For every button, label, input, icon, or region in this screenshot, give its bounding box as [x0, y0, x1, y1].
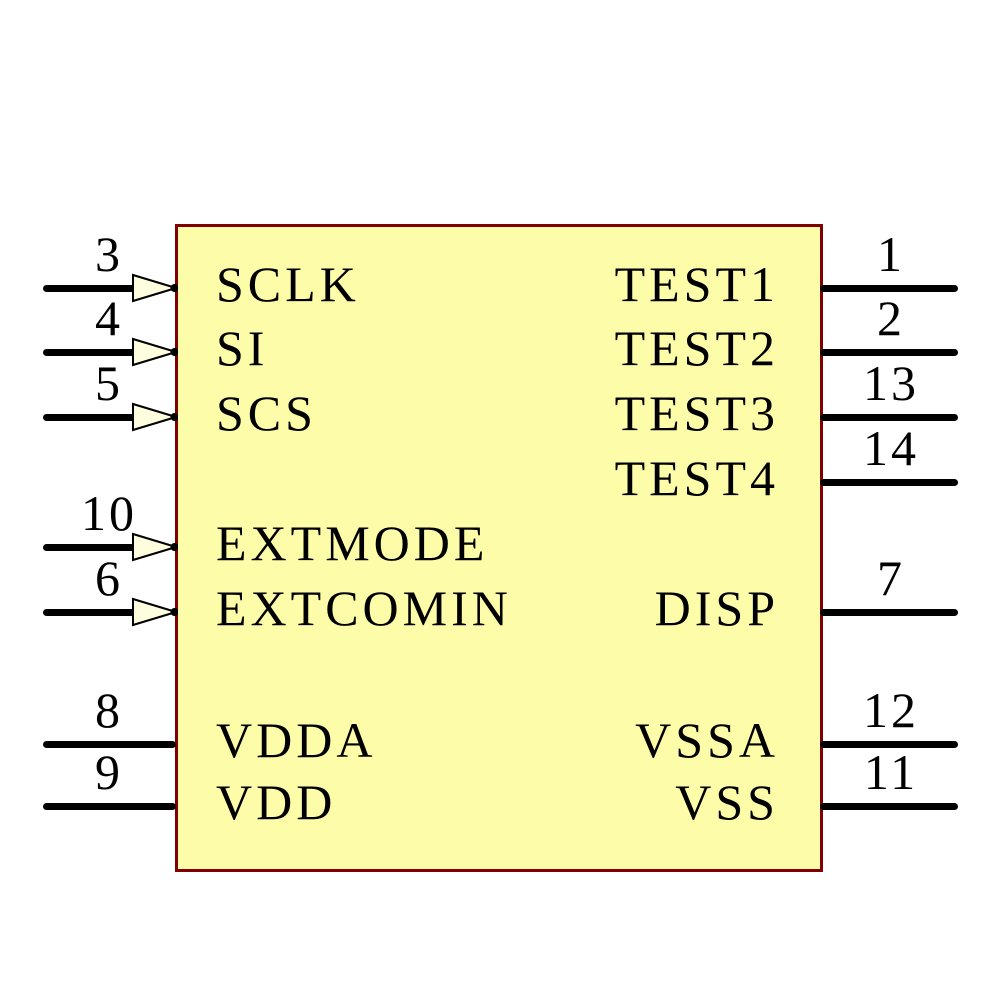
pin-number: 1 — [877, 226, 905, 282]
pin-wire — [820, 349, 958, 356]
input-arrow-icon — [132, 402, 178, 432]
input-arrow-icon — [132, 532, 178, 562]
pin-number: 9 — [95, 744, 123, 800]
pin-number: 7 — [877, 550, 905, 606]
pin-wire — [43, 741, 176, 748]
pin-wire — [43, 285, 137, 292]
pin-wire — [820, 609, 958, 616]
pin-label: EXTMODE — [216, 515, 489, 571]
pin-label: TEST1 — [614, 256, 779, 312]
pin-number: 10 — [81, 485, 137, 541]
input-arrow-icon — [132, 597, 178, 627]
pin-wire — [820, 479, 958, 486]
pin-number: 2 — [877, 290, 905, 346]
pin-wire — [43, 349, 137, 356]
pin-label: SCS — [216, 385, 317, 441]
pin-wire — [820, 741, 958, 748]
pin-wire — [43, 803, 176, 810]
pin-label: VDDA — [216, 712, 377, 768]
pin-number: 12 — [863, 682, 919, 738]
pin-label: VDD — [216, 774, 337, 830]
pin-label: DISP — [654, 580, 779, 636]
pin-number: 13 — [863, 355, 919, 411]
pin-label: VSSA — [635, 712, 779, 768]
pin-label: TEST4 — [614, 450, 779, 506]
pin-number: 4 — [95, 290, 123, 346]
pin-label: SCLK — [216, 256, 360, 312]
pin-wire — [820, 414, 958, 421]
pin-number: 5 — [95, 355, 123, 411]
pin-wire — [820, 803, 958, 810]
pin-label: TEST2 — [614, 320, 779, 376]
pin-number: 3 — [95, 226, 123, 282]
pin-number: 11 — [863, 744, 919, 800]
pin-label: EXTCOMIN — [216, 580, 512, 636]
pin-number: 14 — [863, 420, 919, 476]
pin-wire — [43, 414, 137, 421]
pin-label: TEST3 — [614, 385, 779, 441]
input-arrow-icon — [132, 337, 178, 367]
pin-number: 8 — [95, 682, 123, 738]
pin-wire — [820, 285, 958, 292]
pin-label: VSS — [675, 774, 779, 830]
input-arrow-icon — [132, 273, 178, 303]
chip-body — [175, 224, 823, 872]
pin-wire — [43, 609, 137, 616]
pin-wire — [43, 544, 137, 551]
pin-number: 6 — [95, 550, 123, 606]
pin-label: SI — [216, 320, 269, 376]
